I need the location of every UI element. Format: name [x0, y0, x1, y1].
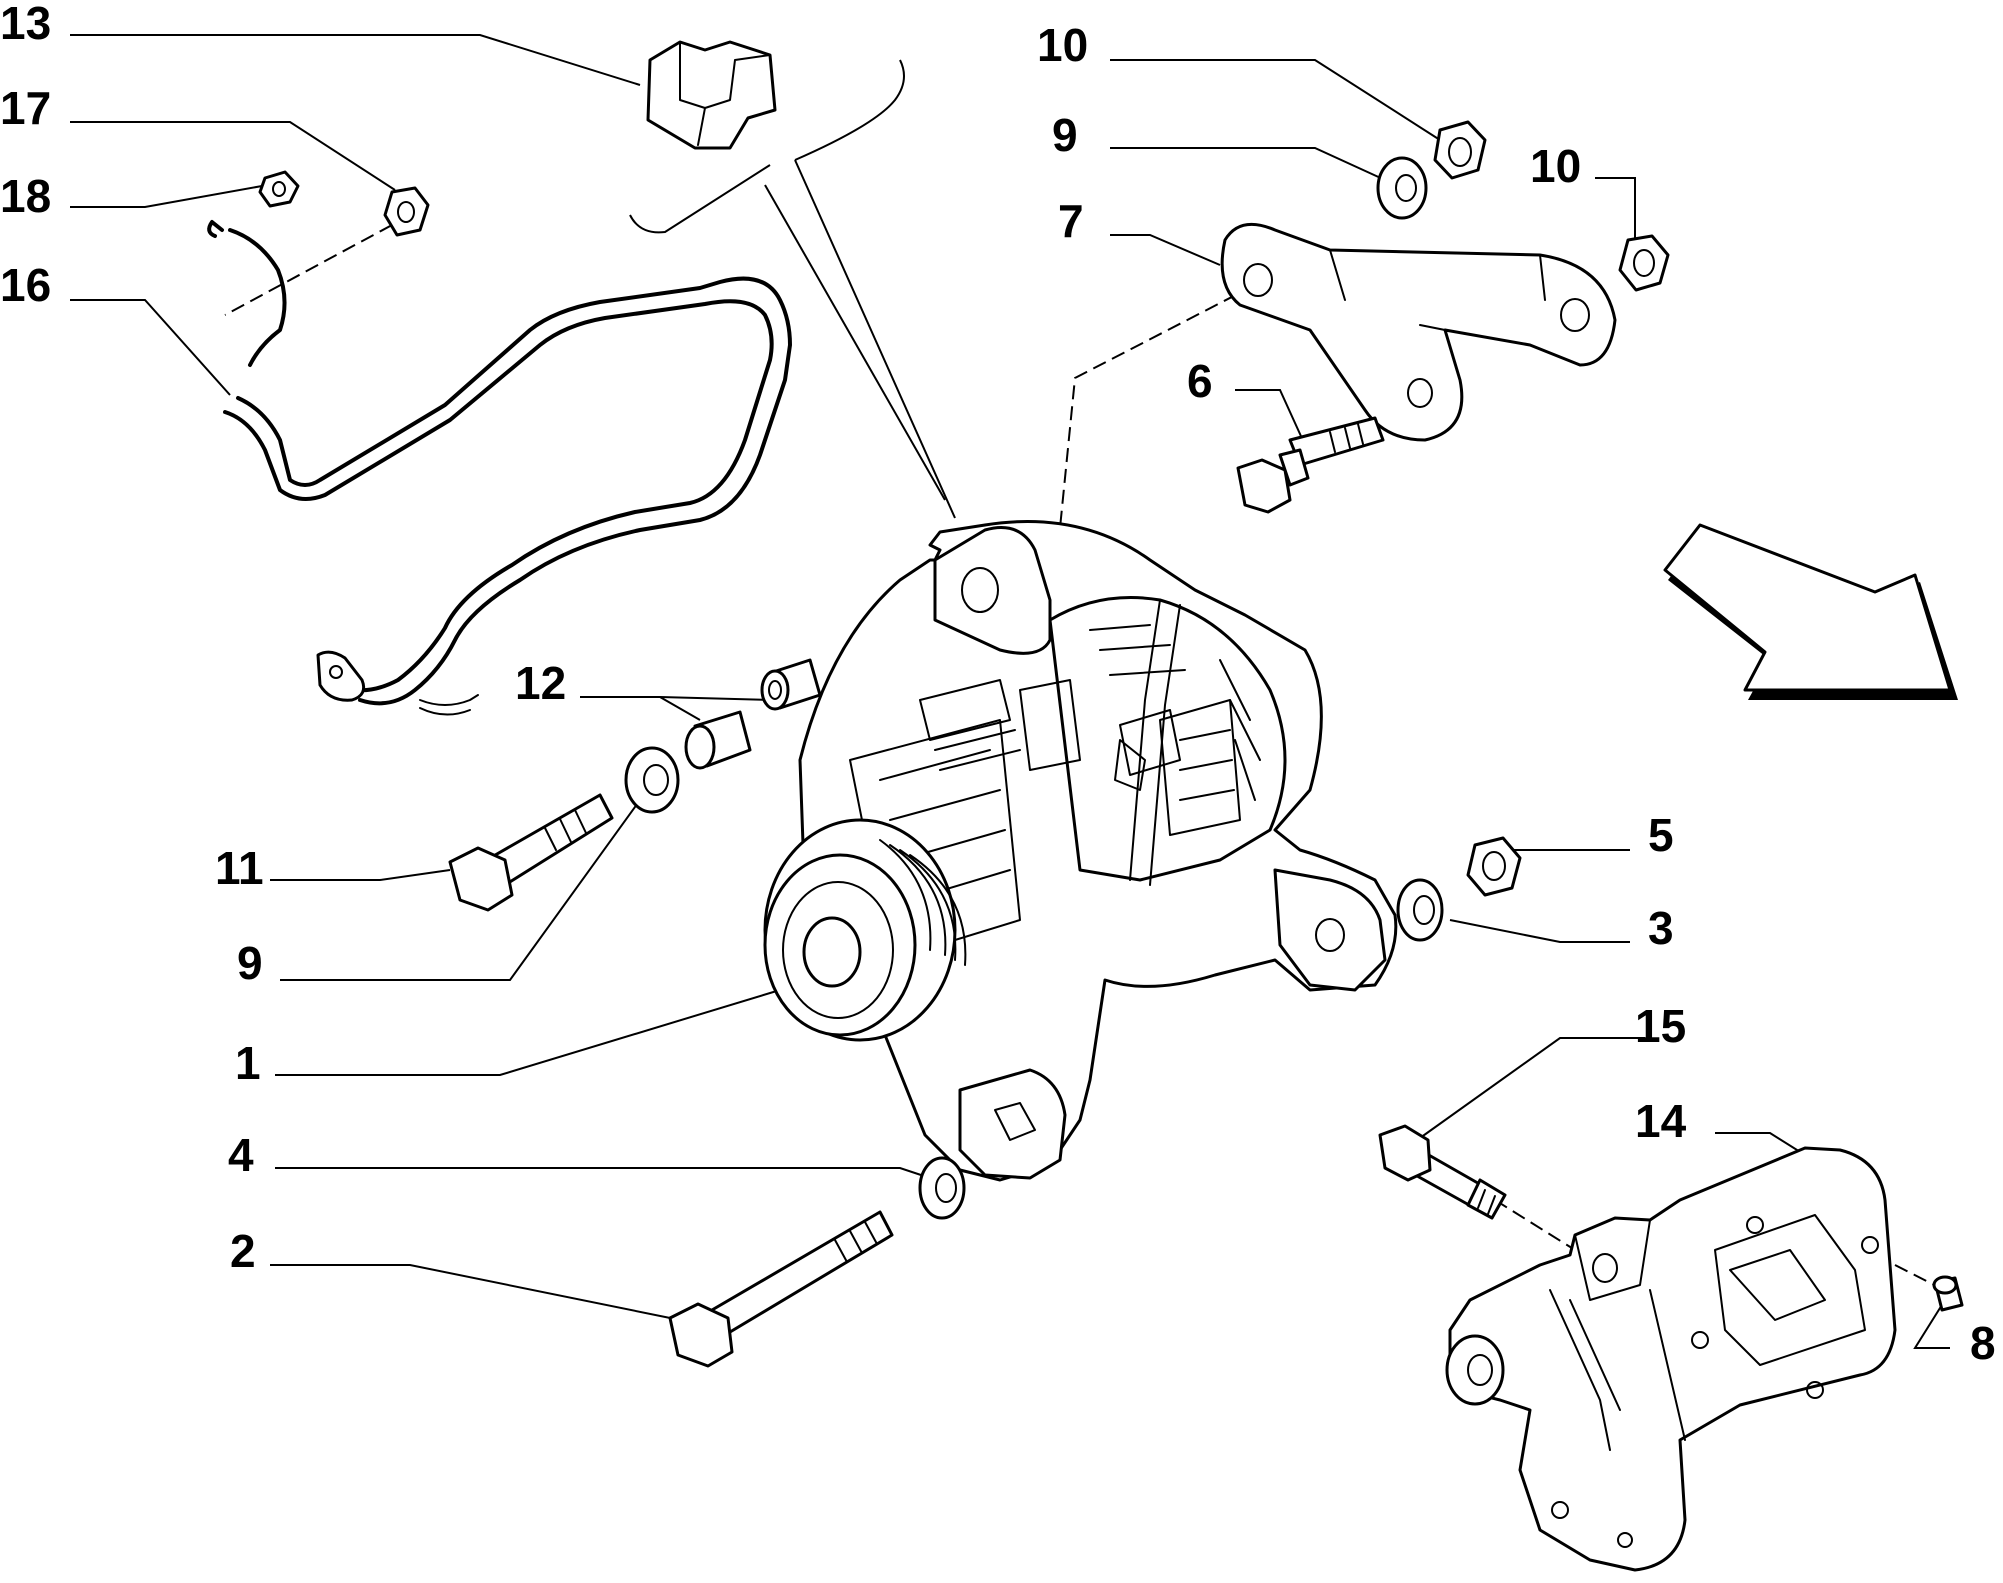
callout-9-left: 9 [237, 937, 263, 989]
alternator-1 [763, 520, 1398, 1182]
callout-3: 3 [1648, 902, 1674, 954]
callout-4: 4 [228, 1129, 254, 1181]
washer-9-left [624, 746, 680, 814]
leader-16 [70, 299, 231, 396]
center-line-7 [1029, 284, 1256, 556]
leader-9-left [280, 799, 641, 981]
nut-10-right [1618, 234, 1670, 292]
callout-18: 18 [0, 170, 52, 222]
callout-10-top: 10 [1037, 19, 1089, 71]
leader-10-top [1110, 59, 1441, 141]
leader-2 [270, 1264, 681, 1321]
leader-9-top [1110, 147, 1386, 181]
spacer-12-b [760, 658, 822, 711]
leader-12b [659, 696, 771, 701]
leader-lines [70, 34, 1950, 1349]
nut-18 [258, 170, 300, 208]
dowel-8 [1932, 1275, 1964, 1312]
leader-bracket-2 [794, 159, 956, 519]
nut-10-top [1433, 120, 1487, 180]
harness-bracket-arc [629, 59, 905, 234]
bolt-15 [1378, 1124, 1507, 1220]
callout-10-right: 10 [1530, 140, 1582, 192]
callout-16: 16 [0, 259, 52, 311]
callout-15: 15 [1635, 1000, 1687, 1052]
washer-9-top [1376, 156, 1428, 220]
callout-5: 5 [1648, 809, 1674, 861]
leader-15 [1419, 1037, 1645, 1139]
callout-12: 12 [515, 657, 567, 709]
bolt-6 [1236, 416, 1385, 514]
callout-7: 7 [1058, 195, 1084, 247]
washer-4 [918, 1156, 966, 1220]
leader-11 [270, 869, 451, 881]
center-line-17 [224, 224, 393, 316]
leader-6 [1235, 389, 1306, 446]
leader-18 [70, 185, 263, 208]
washer-3 [1396, 878, 1444, 942]
callout-1: 1 [235, 1037, 261, 1089]
wiring-harness-16 [207, 220, 792, 716]
callout-17: 17 [0, 82, 52, 134]
center-line-15 [1494, 1199, 1576, 1251]
callout-2: 2 [230, 1225, 256, 1277]
spacer-12-a [684, 710, 752, 770]
leader-1 [275, 989, 781, 1076]
clip-13 [646, 40, 777, 150]
bolt-11 [448, 793, 614, 912]
nut-17 [383, 186, 430, 237]
leader-8 [1913, 1299, 1950, 1349]
nut-5 [1466, 836, 1522, 897]
callout-11: 11 [215, 842, 264, 894]
direction-arrow-icon [1663, 523, 1958, 700]
callout-9-top: 9 [1052, 109, 1078, 161]
callout-14: 14 [1635, 1095, 1687, 1147]
bracket-7 [1220, 222, 1617, 442]
leader-17 [70, 121, 396, 191]
leader-13 [70, 34, 641, 86]
leader-10-right [1595, 177, 1636, 238]
callout-13: 13 [0, 0, 52, 49]
leader-12 [580, 696, 701, 721]
callout-6: 6 [1187, 355, 1213, 407]
leader-4 [275, 1167, 931, 1179]
leader-bracket-1 [764, 184, 946, 501]
leader-7 [1110, 234, 1221, 266]
bolt-2 [668, 1210, 894, 1368]
leader-14 [1715, 1132, 1806, 1156]
callout-8: 8 [1970, 1317, 1996, 1369]
leader-3 [1449, 919, 1630, 943]
support-bracket-14 [1445, 1146, 1897, 1572]
